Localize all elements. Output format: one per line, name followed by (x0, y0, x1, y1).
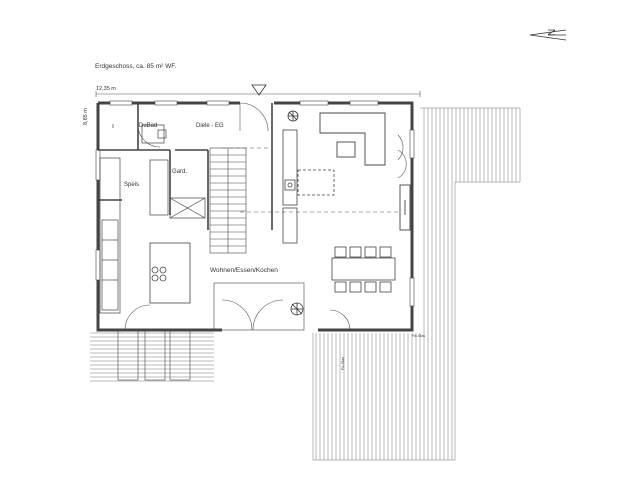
sofa (319, 112, 386, 166)
plan-title: Erdgeschoss, ca. 85 m² WF. (95, 63, 176, 70)
cabinets (99, 157, 206, 314)
note-fix-glazing-left: Fix-Glas (341, 357, 345, 370)
width-dimension: 12,35 m (96, 86, 116, 92)
kitchen-island (149, 242, 191, 304)
room-label-diele: Diele - EG (196, 123, 224, 129)
dining-table (331, 246, 396, 293)
north-arrow-letter: N (547, 29, 558, 36)
door-swings (124, 102, 407, 331)
note-fix-glazing-right: Fix-Glas (412, 334, 425, 338)
room-label-speis: Speis (124, 182, 139, 188)
kitchen-counter (282, 129, 335, 244)
upper-floor-projection (222, 147, 400, 213)
depth-dimension: 8,85 m (83, 108, 89, 125)
staircase (209, 147, 247, 254)
terrace-decking (90, 107, 521, 461)
room-label-wohnen: Wohnen/Essen/Kochen (210, 267, 278, 274)
room-label-dusch-bad: DuBad (139, 123, 157, 129)
window-openings (95, 100, 415, 307)
terrace-door-frames (117, 282, 305, 381)
room-label-garderobe: Gard. (172, 169, 187, 175)
bathroom-fixtures (112, 124, 167, 144)
entrance-wedge-icon (251, 84, 267, 96)
plant-icon (287, 110, 299, 122)
north-arrow-icon (529, 29, 567, 41)
plant-icon (290, 302, 304, 316)
fireplace (399, 184, 411, 231)
